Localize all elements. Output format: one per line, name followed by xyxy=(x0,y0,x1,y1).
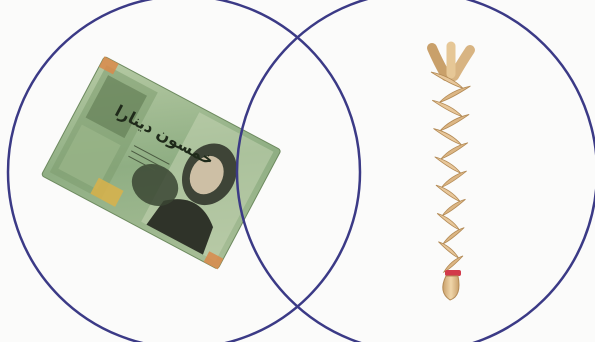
braid-segment xyxy=(443,228,464,244)
banknote-image: خمسون دينارا xyxy=(41,56,281,269)
braid-segment xyxy=(442,199,465,215)
braid-segment xyxy=(436,185,460,201)
braid-segment xyxy=(435,157,461,173)
braid-segment xyxy=(433,129,461,145)
braid-segment xyxy=(438,242,458,258)
braid-segment xyxy=(437,213,459,229)
braid-image xyxy=(431,46,470,300)
braid-segment xyxy=(442,171,467,187)
braid-segment xyxy=(444,256,463,272)
braid-segment xyxy=(439,86,470,102)
hair-tie xyxy=(445,270,461,276)
venn-circle-right xyxy=(237,0,595,342)
braid-segment xyxy=(441,143,468,159)
braid-segment xyxy=(440,114,469,130)
braid-segment xyxy=(432,100,462,116)
